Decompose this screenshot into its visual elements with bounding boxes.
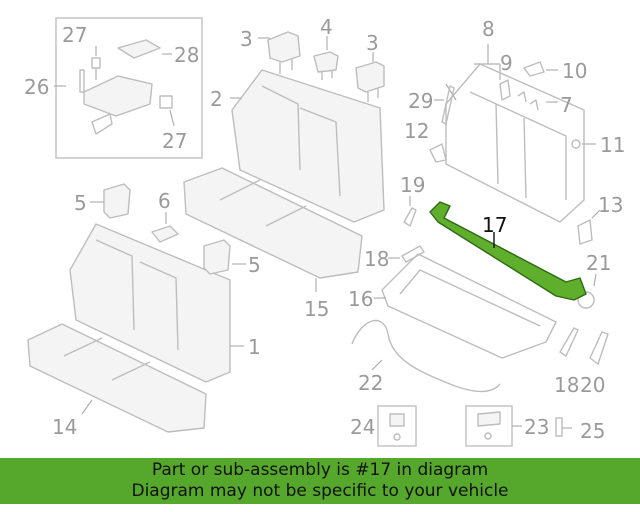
inset-frame — [55, 17, 203, 159]
part-24-clip — [389, 413, 405, 427]
callout-label: 7 — [560, 93, 573, 117]
part-17-rod[interactable] — [429, 201, 587, 301]
part-18-clip — [401, 245, 425, 263]
upper-seat-cushion — [183, 167, 363, 292]
callout-label: 18 — [554, 373, 579, 397]
part-11-nut — [571, 139, 581, 149]
callout-label-highlighted: 17 — [482, 213, 507, 237]
callout-label: 3 — [240, 27, 253, 51]
part-26-bracket — [83, 75, 153, 117]
part-27-stud — [79, 69, 85, 93]
inset-23 — [465, 405, 513, 447]
callout-label: 24 — [350, 415, 375, 439]
part-20-bracket — [589, 331, 609, 365]
part-9-clip — [499, 79, 511, 101]
callout-label: 8 — [482, 17, 495, 41]
callout-label: 2 — [210, 87, 223, 111]
callout-label: 16 — [348, 287, 373, 311]
callout-label: 20 — [580, 373, 605, 397]
callout-label: 1 — [248, 335, 261, 359]
headrests — [258, 31, 385, 102]
part-19-bracket — [403, 207, 417, 227]
part-17-highlighted[interactable] — [429, 201, 587, 301]
info-banner: Part or sub-assembly is #17 in diagram D… — [0, 458, 640, 504]
upper-seat-back — [230, 69, 385, 223]
callout-label: 27 — [162, 129, 187, 153]
part-5-cover-lower — [203, 239, 231, 275]
part-28-cover — [117, 39, 161, 59]
inset-24 — [377, 405, 417, 447]
part-7-pins — [517, 91, 539, 111]
callout-label: 12 — [404, 119, 429, 143]
part-10-clip — [523, 61, 545, 77]
part-18-clip-right — [559, 327, 579, 357]
part-22-cable — [351, 319, 501, 393]
headrest-left — [267, 31, 301, 63]
part-26-clip — [91, 113, 113, 135]
headrest-right — [355, 61, 385, 93]
inset-hardware-group — [54, 17, 203, 159]
callout-label: 21 — [586, 251, 611, 275]
part-6-cap — [151, 225, 179, 243]
callout-label: 18 — [364, 247, 389, 271]
part-2-seat-back — [231, 69, 385, 223]
callout-label: 29 — [408, 89, 433, 113]
callout-label: 13 — [598, 193, 623, 217]
callout-label: 9 — [500, 51, 513, 75]
part-1-seat-back — [69, 223, 231, 383]
callout-label: 4 — [320, 15, 333, 39]
callout-label: 10 — [562, 59, 587, 83]
part-25-pin — [555, 417, 563, 437]
callout-label: 15 — [304, 297, 329, 321]
callout-label: 27 — [62, 23, 87, 47]
seat-frame — [429, 44, 601, 245]
callouts: 27 28 26 27 3 4 3 2 8 9 10 29 7 12 11 5 … — [24, 15, 625, 443]
banner-line-1: Part or sub-assembly is #17 in diagram — [151, 460, 489, 480]
callout-label: 3 — [366, 31, 379, 55]
callout-label: 28 — [174, 43, 199, 67]
parts-diagram: 27 28 26 27 3 4 3 2 8 9 10 29 7 12 11 5 … — [24, 15, 625, 447]
part-5-cover-upper — [103, 183, 131, 219]
part-27-bolt-right — [159, 95, 173, 109]
callout-label: 14 — [52, 415, 77, 439]
part-8-frame — [445, 63, 585, 223]
part-16-pan — [381, 253, 557, 359]
part-29-trim — [441, 85, 455, 125]
callout-label: 5 — [74, 191, 87, 215]
lower-seat — [27, 223, 244, 433]
callout-label: 11 — [600, 133, 625, 157]
callout-label: 25 — [580, 419, 605, 443]
part-23-cover — [477, 411, 501, 427]
callout-label: 5 — [248, 253, 261, 277]
callout-label: 22 — [358, 371, 383, 395]
callout-label: 23 — [524, 415, 549, 439]
part-13-hinge — [577, 219, 593, 245]
callout-label: 26 — [24, 75, 49, 99]
callout-label: 19 — [400, 173, 425, 197]
banner-line-2: Diagram may not be specific to your vehi… — [131, 481, 509, 501]
part-27-bolt-top — [91, 57, 101, 80]
headrest-center — [313, 51, 339, 73]
callout-label: 6 — [158, 189, 171, 213]
part-12-bracket — [429, 143, 447, 163]
